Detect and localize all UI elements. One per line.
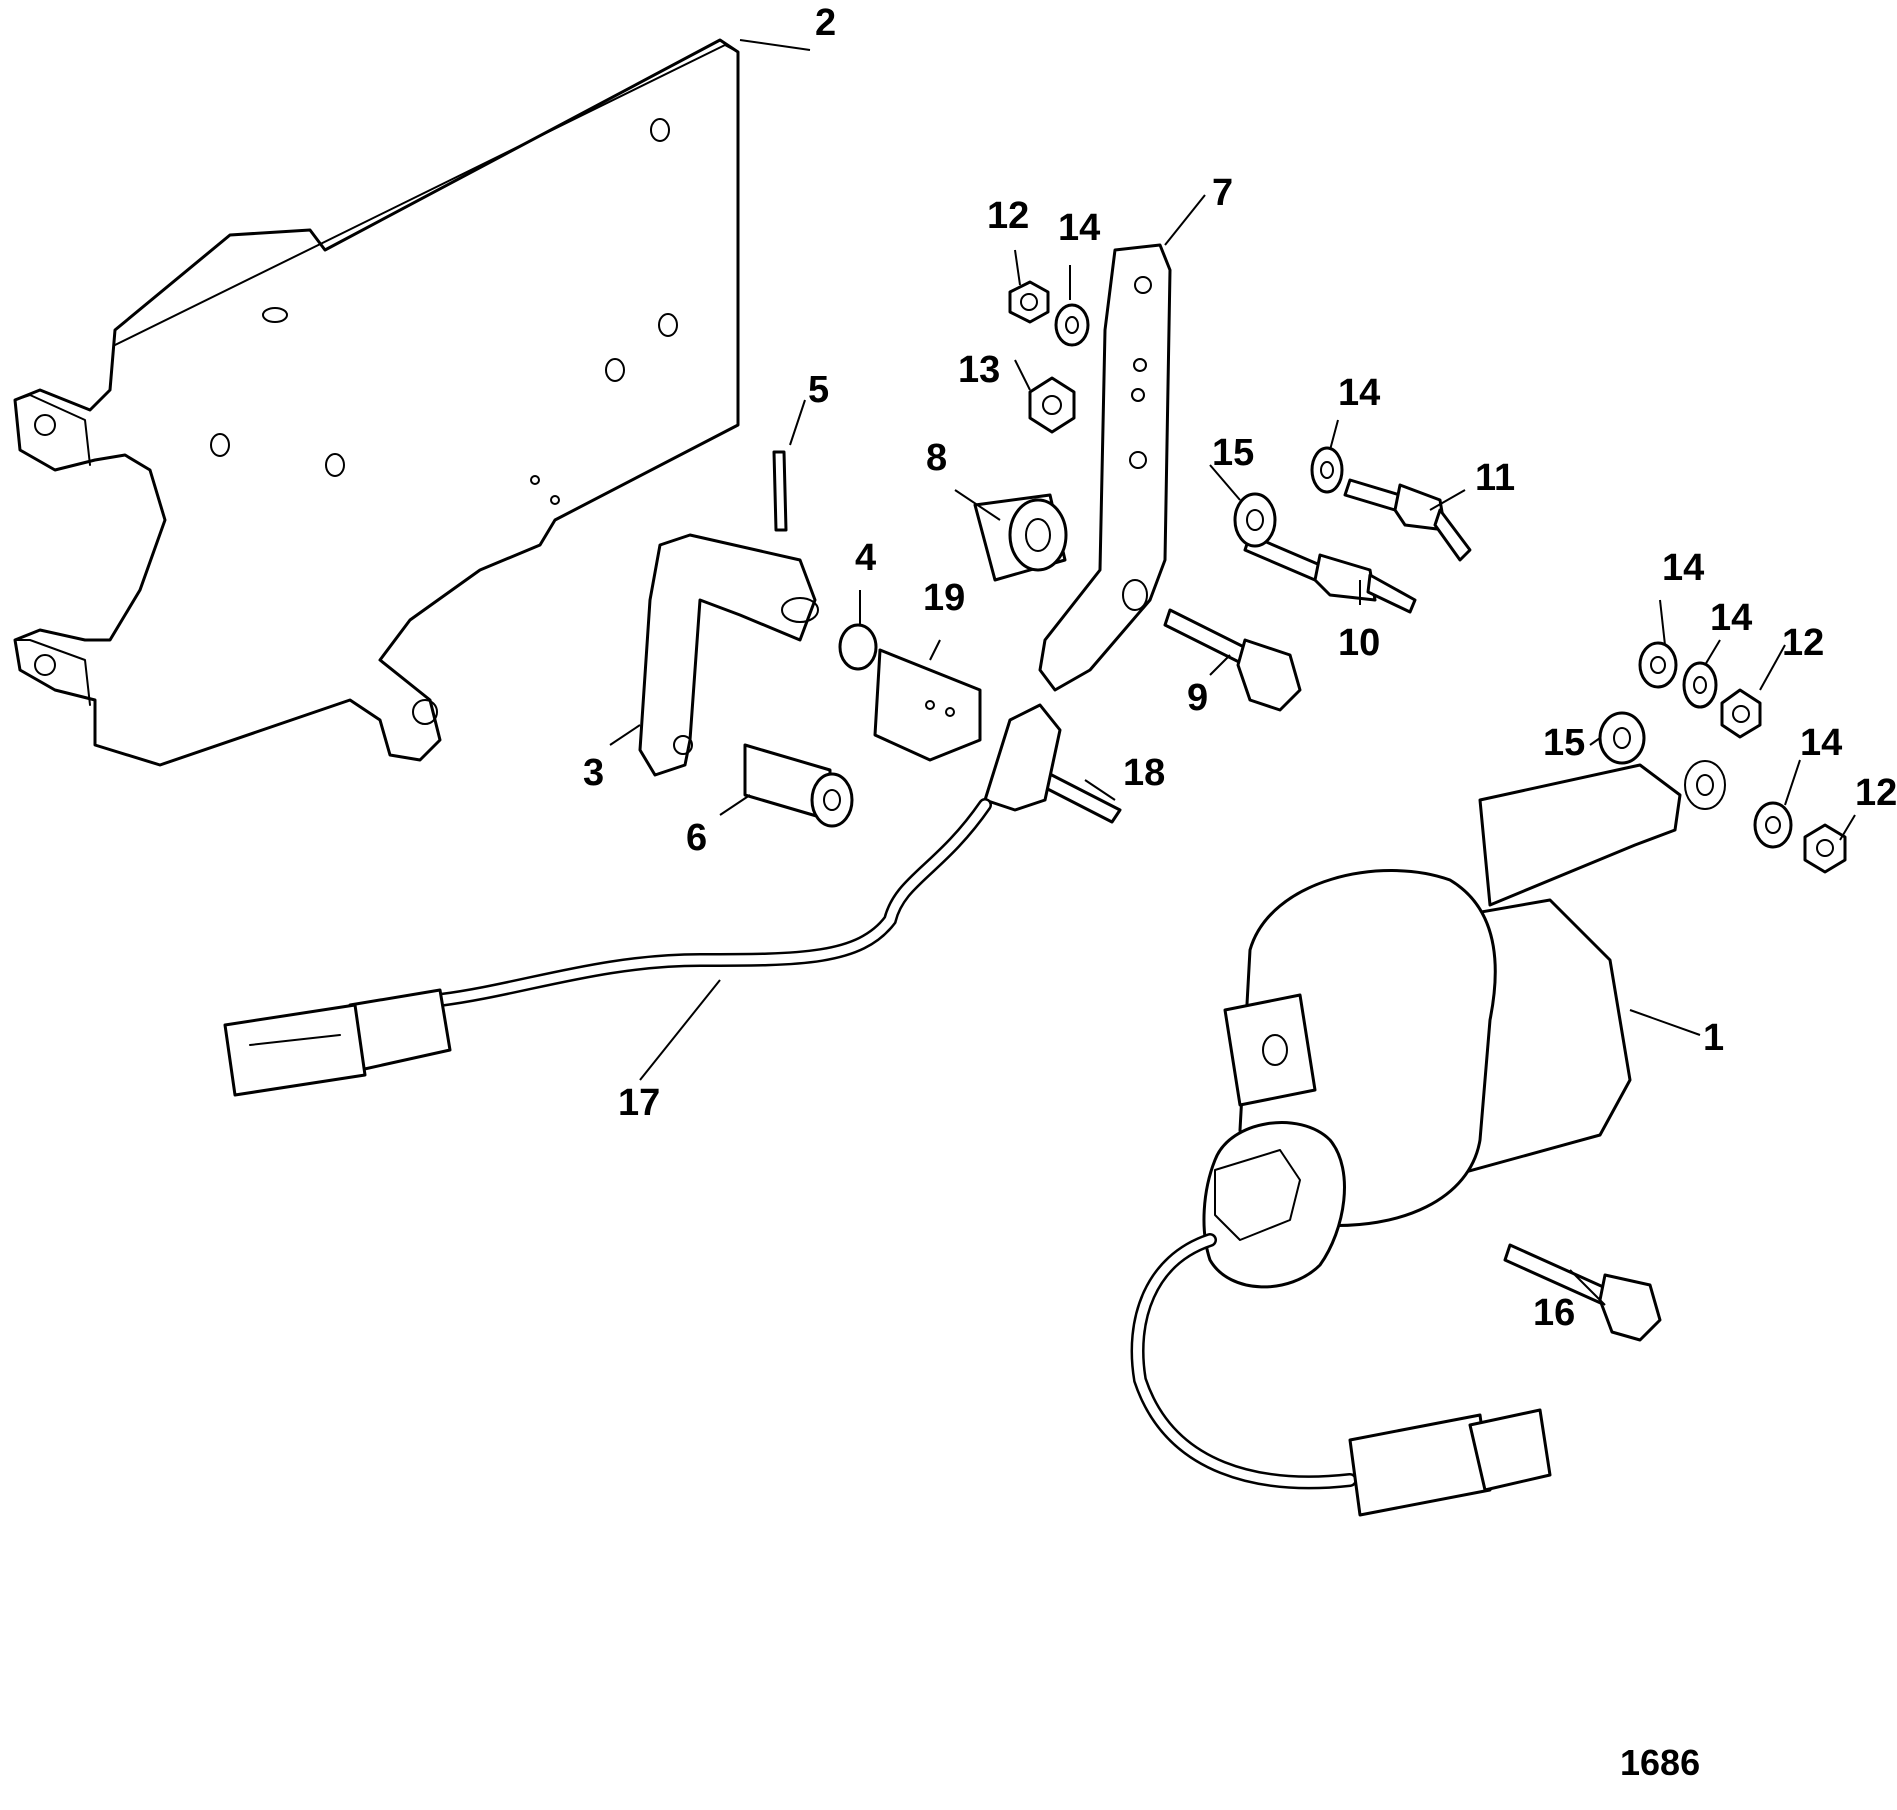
callout-16: 16 (1533, 1292, 1575, 1334)
callout-8: 8 (926, 437, 947, 479)
washer-14-right-b (1682, 661, 1718, 709)
bolt-16 (1503, 1243, 1662, 1342)
callout-12-upper: 12 (987, 195, 1029, 237)
stud-10 (1243, 533, 1417, 614)
callout-3: 3 (583, 752, 604, 794)
callout-15-mid: 15 (1212, 432, 1254, 474)
actuator (1130, 760, 1726, 1517)
callout-14-right-a: 14 (1662, 547, 1704, 589)
callout-5: 5 (808, 369, 829, 411)
callout-19: 19 (923, 577, 965, 619)
figure-number: 1686 (1620, 1742, 1700, 1783)
callout-4: 4 (855, 537, 876, 579)
callout-14-right-b: 14 (1710, 597, 1752, 639)
sensor-harness (223, 703, 1062, 1097)
mounting-plate (13, 38, 740, 767)
spring-pin (772, 450, 788, 532)
callout-12-right-b: 12 (1855, 772, 1897, 814)
leader-lines (609, 39, 1856, 1306)
callout-1: 1 (1703, 1017, 1724, 1059)
bolt-9 (1163, 608, 1302, 712)
callout-14-right-c: 14 (1800, 722, 1842, 764)
callout-11: 11 (1475, 457, 1515, 499)
callout-6: 6 (686, 817, 707, 859)
callout-17: 17 (618, 1082, 660, 1124)
callout-7: 7 (1212, 172, 1233, 214)
washer-15-right (1598, 711, 1646, 765)
sensor-block (873, 648, 982, 762)
callout-18: 18 (1123, 752, 1165, 794)
throttle-arm (1038, 243, 1172, 692)
washer-14-right-a (1638, 641, 1678, 689)
nut-12-right-a (1720, 688, 1762, 739)
callout-15-right: 15 (1543, 722, 1585, 764)
callout-12-right-a: 12 (1782, 622, 1824, 664)
washer-14-upper (1054, 303, 1090, 347)
lever-arm (638, 533, 819, 777)
nut-13 (1028, 376, 1076, 434)
callout-14-upper: 14 (1058, 207, 1100, 249)
callout-10: 10 (1338, 622, 1380, 664)
spacer (743, 743, 854, 828)
pivot-bushing (973, 493, 1068, 582)
washer-14-mid (1310, 446, 1344, 494)
stud-11 (1343, 478, 1472, 562)
small-bushing (838, 623, 878, 671)
nut-12-right-b (1803, 823, 1847, 874)
callout-14-mid: 14 (1338, 372, 1380, 414)
washer-14-right-c (1753, 801, 1793, 849)
washer-15-mid (1233, 492, 1277, 548)
nut-12-upper (1008, 280, 1050, 324)
callout-13: 13 (958, 349, 1000, 391)
callout-9: 9 (1187, 677, 1208, 719)
callout-2: 2 (815, 2, 836, 44)
